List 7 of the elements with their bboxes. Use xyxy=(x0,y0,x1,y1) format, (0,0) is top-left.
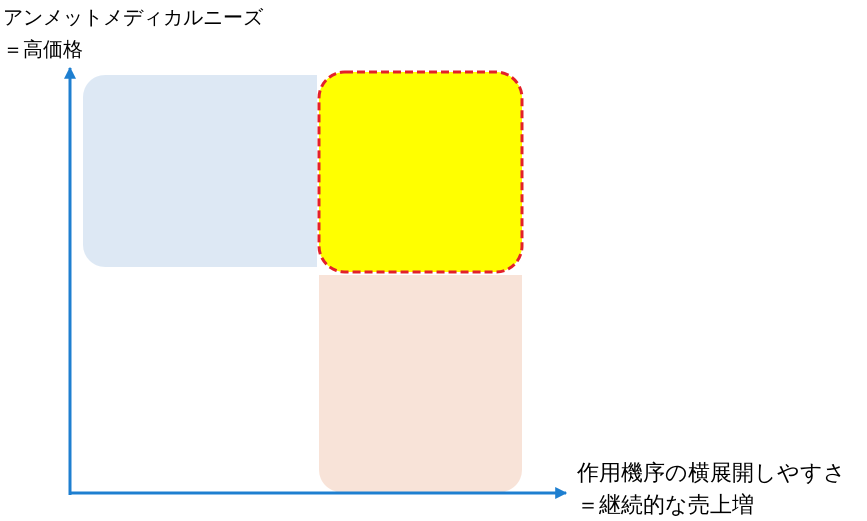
axis-label: アンメットメディカルニーズ xyxy=(3,6,263,29)
axis-label: 作用機序の横展開しやすさ xyxy=(577,461,846,486)
quadrant-area xyxy=(83,75,317,267)
quadrant-area xyxy=(319,275,522,492)
axis-label: ＝継続的な売上増 xyxy=(577,493,754,518)
axis-label: ＝高価格 xyxy=(3,38,83,61)
highlight-area xyxy=(318,70,524,274)
